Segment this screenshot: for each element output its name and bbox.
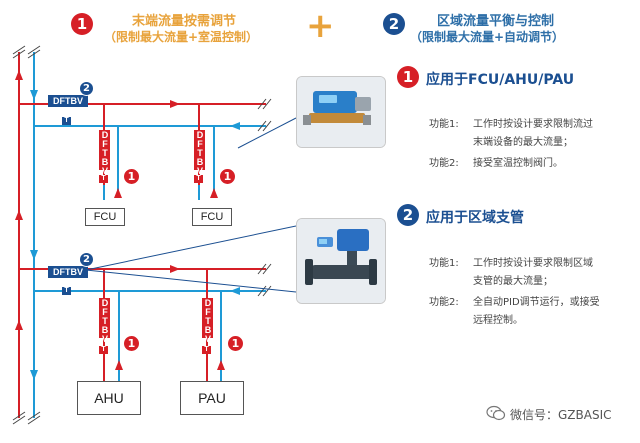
section1-feature1-cont: 末端设备的最大流量；: [473, 137, 573, 148]
main-valve-badge-lower: 2: [79, 252, 94, 267]
wechat-id: 微信号：GZBASIC: [510, 408, 612, 422]
header-left-subtitle: （限制最大流量+室温控制）: [104, 30, 259, 44]
header-right-number: 2: [383, 13, 405, 35]
section1-feature2-text: 接受室温控制阀门。: [473, 158, 563, 169]
t-marker: T: [194, 175, 203, 183]
section2-feature1-label: 功能1:: [429, 258, 459, 269]
section1-feature1-text: 工作时按设计要求限制流过: [473, 119, 593, 130]
branch-valve-badge-ahu: 1: [124, 336, 139, 351]
unit-pau: PAU: [180, 381, 244, 415]
header-right-subtitle: （限制最大流量+自动调节）: [410, 30, 565, 44]
unit-fcu1: FCU: [85, 208, 125, 226]
t-marker: T: [62, 117, 71, 125]
main-valve-label-upper: DFTBV: [48, 95, 88, 107]
section2-feature2-text: 全自动PID调节运行，或接受: [473, 297, 600, 308]
section2-feature2-label: 功能2:: [429, 297, 459, 308]
header-plus: +: [306, 6, 335, 46]
t-marker: T: [62, 287, 71, 295]
branch-valve-badge-fcu1: 1: [124, 169, 139, 184]
section2-title: 应用于区域支管: [426, 210, 524, 226]
section1-feature1-label: 功能1:: [429, 119, 459, 130]
header-left-number: 1: [71, 13, 93, 35]
main-valve-label-lower: DFTBV: [48, 266, 88, 278]
product-photo-2: [296, 218, 386, 304]
main-valve-badge-upper: 2: [79, 81, 94, 96]
branch-valve-label-fcu1: DFTBV: [99, 130, 110, 175]
section1-number: 1: [397, 66, 419, 88]
section2-number: 2: [397, 204, 419, 226]
section2-feature1-text: 工作时按设计要求限制区域: [473, 258, 593, 269]
product-photo-1: [296, 76, 386, 148]
branch-valve-badge-fcu2: 1: [220, 169, 235, 184]
header-right-title: 区域流量平衡与控制: [437, 14, 555, 29]
t-marker: T: [99, 175, 108, 183]
wechat-icon: [486, 405, 506, 421]
section2-feature1-cont: 支管的最大流量；: [473, 276, 553, 287]
t-marker: T: [99, 346, 108, 354]
section1-title: 应用于FCU/AHU/PAU: [426, 72, 575, 88]
section2-feature2-cont: 远程控制。: [473, 315, 523, 326]
branch-valve-label-pau: DFTBV: [202, 298, 213, 343]
t-marker: T: [202, 346, 211, 354]
header-left-title: 末端流量按需调节: [132, 14, 237, 29]
valve-actuator-illustration: [297, 77, 385, 147]
section1-feature2-label: 功能2:: [429, 158, 459, 169]
branch-valve-label-ahu: DFTBV: [99, 298, 110, 343]
branch-valve-label-fcu2: DFTBV: [194, 130, 205, 175]
branch-valve-badge-pau: 1: [228, 336, 243, 351]
flange-valve-illustration: [297, 219, 385, 303]
unit-ahu: AHU: [77, 381, 141, 415]
unit-fcu2: FCU: [192, 208, 232, 226]
